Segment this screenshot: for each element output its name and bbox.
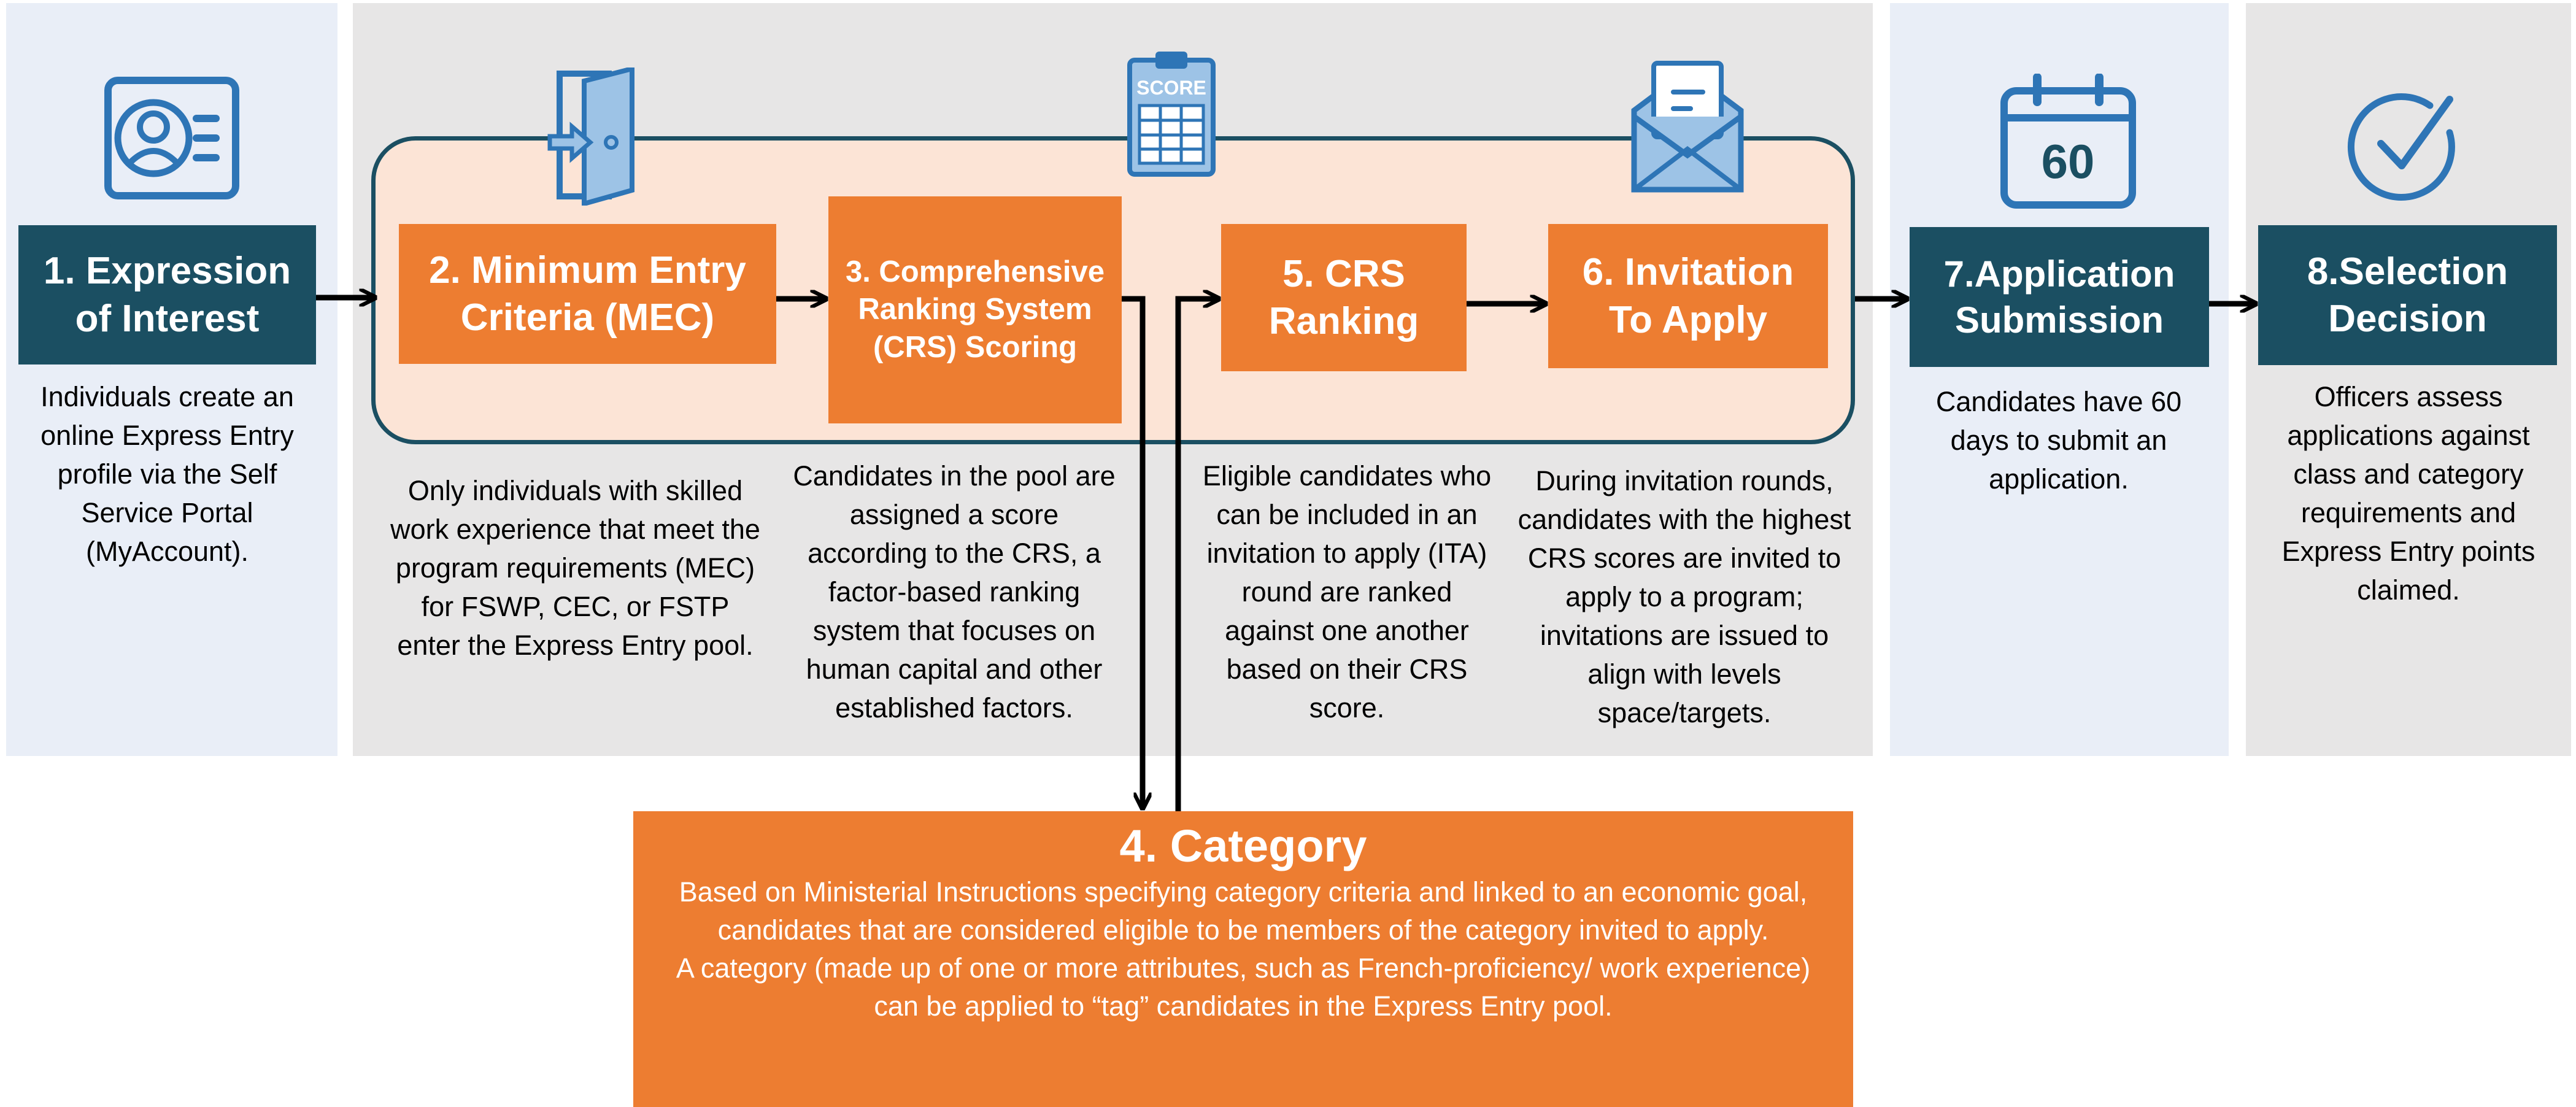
panel-step-8: [2246, 3, 2571, 756]
calendar-icon: 60: [2000, 74, 2136, 209]
step-6-box: 6. Invitation To Apply: [1548, 224, 1828, 368]
calendar-days-label: 60: [2042, 134, 2095, 188]
step-7-box: 7.Application Submission: [1910, 227, 2209, 367]
arrow-4-to-5: [1175, 299, 1218, 811]
step-8-description: Officers assess applications against cla…: [2281, 381, 2536, 606]
step-2-description: Only individuals with skilled work exper…: [390, 475, 760, 661]
category-title: 4. Category: [1119, 820, 1367, 871]
step-5-description: Eligible candidates who can be included …: [1202, 460, 1492, 723]
panel-step-1: [6, 3, 337, 756]
checkmark-icon: [2347, 93, 2455, 201]
category-box: 4. Category Based on Ministerial Instruc…: [633, 811, 1853, 1107]
score-clipboard-icon: SCORE: [1127, 52, 1216, 177]
score-label: SCORE: [1136, 77, 1206, 99]
step-3-box: 3. Comprehensive Ranking System (CRS) Sc…: [828, 196, 1122, 423]
step-2-title: 2. Minimum Entry Criteria (MEC): [429, 249, 746, 339]
step-1-box: 1. Expression of Interest: [18, 225, 316, 364]
step-7-title: 7.Application Submission: [1943, 253, 2175, 341]
step-7-description: Candidates have 60 days to submit an app…: [1935, 386, 2182, 495]
id-card-icon: [104, 77, 239, 199]
step-6-title: 6. Invitation To Apply: [1582, 251, 1794, 341]
door-entry-icon: [547, 68, 634, 206]
step-3-title: 3. Comprehensive Ranking System (CRS) Sc…: [845, 255, 1105, 364]
step-5-box: 5. CRS Ranking: [1221, 224, 1467, 371]
arrow-3-to-4: [1122, 296, 1143, 808]
envelope-letter-icon: [1631, 61, 1744, 193]
step-1-description: Individuals create an online Express Ent…: [40, 381, 294, 567]
step-2-box: 2. Minimum Entry Criteria (MEC): [399, 224, 776, 364]
step-8-box: 8.Selection Decision: [2258, 225, 2557, 365]
step-6-description: During invitation rounds, candidates wit…: [1517, 465, 1851, 728]
category-text-1: Based on Ministerial Instructions specif…: [679, 876, 1808, 946]
step-1-title: 1. Expression of Interest: [43, 250, 291, 340]
step-3-description: Candidates in the pool are assigned a sc…: [793, 460, 1116, 723]
panel-step-7: [1890, 3, 2229, 756]
step-5-title: 5. CRS Ranking: [1268, 252, 1419, 343]
category-text-2: A category (made up of one or more attri…: [676, 952, 1811, 1022]
step-8-title: 8.Selection Decision: [2307, 250, 2509, 341]
